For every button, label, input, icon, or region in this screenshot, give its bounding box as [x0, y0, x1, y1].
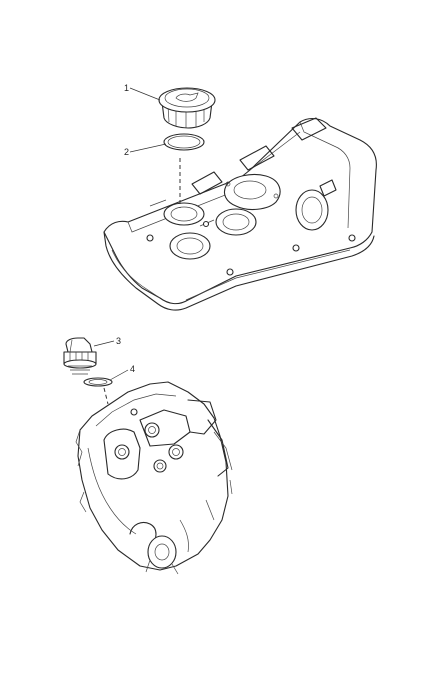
valve-cover-assembly: 1 2 [103, 83, 377, 311]
bolt [292, 244, 300, 252]
breather-plate [223, 173, 281, 211]
svg-text:2: 2 [124, 147, 129, 157]
assembly-axis [103, 387, 109, 405]
washer-part-4 [83, 377, 113, 387]
engine-block-assembly: 3 4 [63, 336, 233, 575]
callout-3: 3 [93, 336, 121, 347]
o-ring-part-2 [163, 133, 205, 151]
port-opening [215, 208, 257, 236]
callout-2: 2 [124, 143, 167, 157]
boss [144, 422, 160, 438]
pulley [147, 535, 177, 569]
plug-part-3 [63, 337, 97, 375]
svg-text:1: 1 [124, 83, 129, 93]
filler-neck [163, 202, 205, 226]
port-opening [295, 189, 329, 231]
svg-text:3: 3 [116, 336, 121, 346]
callout-1: 1 [124, 83, 161, 101]
oil-filler-cap-part-1 [158, 87, 216, 129]
svg-text:4: 4 [130, 364, 135, 374]
bolt [348, 234, 356, 242]
bolt [130, 408, 138, 416]
bolt [146, 234, 154, 242]
bolt [226, 268, 234, 276]
bolt [202, 220, 210, 228]
boss [153, 459, 167, 473]
boss [114, 444, 130, 460]
oil-can-icon [175, 92, 199, 102]
engine-casing [77, 381, 229, 571]
valve-cover-flange [103, 231, 375, 311]
port-opening [169, 232, 211, 260]
callout-4: 4 [109, 364, 135, 381]
boss [168, 444, 184, 460]
